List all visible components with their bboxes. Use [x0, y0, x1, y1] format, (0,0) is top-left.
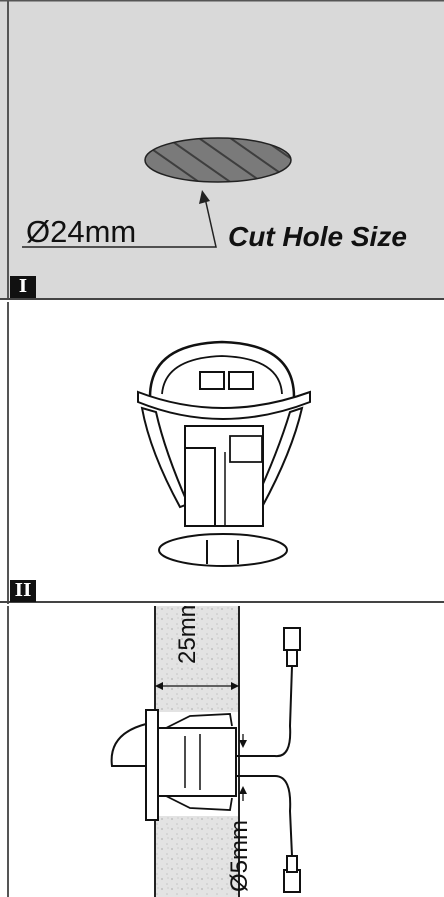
dome-cap — [110, 723, 147, 767]
cut-hole-drawing — [0, 0, 444, 300]
panel-cut-hole: Ø24mm Cut Hole Size I — [0, 0, 444, 300]
spring-clip-left — [140, 406, 190, 509]
installation-drawing — [7, 606, 301, 897]
step-numeral: II — [10, 580, 36, 602]
top-connector — [283, 627, 301, 651]
spring-clip-drawing — [0, 302, 444, 604]
dimension-label: Ø24mm — [26, 214, 137, 249]
step-numeral: I — [10, 276, 36, 298]
bottom-connector — [283, 869, 301, 893]
panel-installation-section: 25mm Ø5mm — [0, 606, 444, 897]
depth-dimension-label: 25mm — [174, 606, 201, 664]
hatched-hole — [144, 137, 292, 183]
caption-label: Cut Hole Size — [228, 221, 407, 252]
base-disk — [158, 533, 288, 567]
cable-diameter-label: Ø5mm — [226, 820, 253, 892]
panel-spring-clip: II — [0, 302, 444, 604]
dome — [148, 340, 296, 398]
